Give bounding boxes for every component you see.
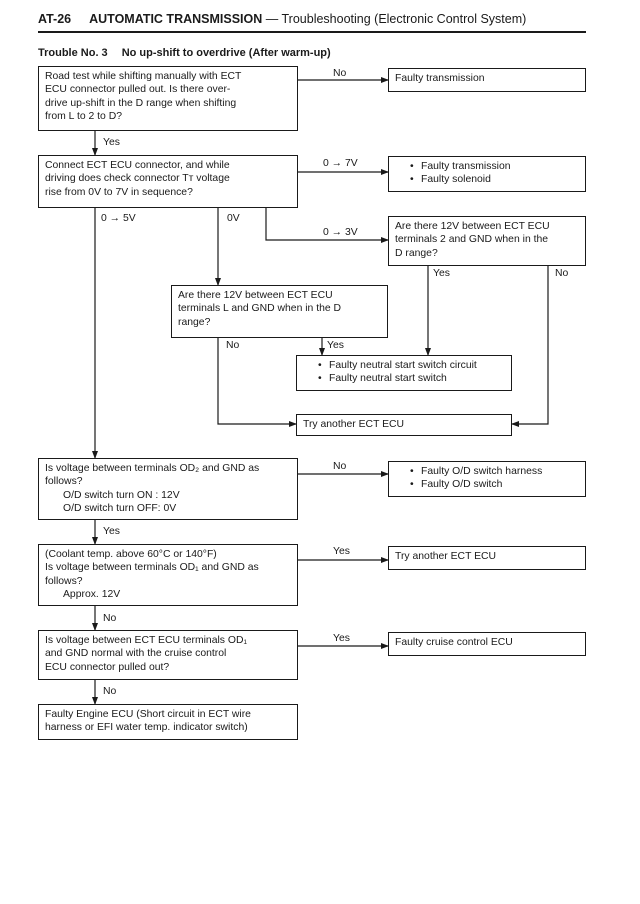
box-line: O/D switch turn OFF: 0V xyxy=(63,503,177,515)
box-line: D range? xyxy=(395,247,438,259)
box-line: ECU connector pulled out. Is there over- xyxy=(45,84,231,96)
result-box-try-another-ecu-1: Try another ECT ECU xyxy=(296,414,512,436)
result-box-try-another-ecu-2: Try another ECT ECU xyxy=(388,546,586,570)
box-line: Is voltage between ECT ECU terminals OD₁ xyxy=(45,635,247,646)
question-box-2: Connect ECT ECU connector, and while dri… xyxy=(38,155,298,208)
box-line: rise from 0V to 7V in sequence? xyxy=(45,186,193,198)
q3-no-arrow xyxy=(511,266,549,427)
result-box-cruise-control-ecu: Faulty cruise control ECU xyxy=(388,632,586,656)
box-line: terminals 2 and GND when in the xyxy=(395,234,549,246)
box-line: Faulty Engine ECU (Short circuit in ECT … xyxy=(45,709,251,720)
label-q3-no: No xyxy=(555,268,569,279)
section-subtitle: — Troubleshooting (Electronic Control Sy… xyxy=(262,12,527,26)
result-item: Faulty neutral start switch xyxy=(318,372,505,386)
header-rule xyxy=(38,31,586,33)
box-line: follows? xyxy=(45,575,83,587)
label-q5-no: No xyxy=(333,461,347,472)
box-line: drive up-shift in the D range when shift… xyxy=(45,97,237,109)
label-q2-0-7v: 0 → 7V xyxy=(323,158,358,169)
page-header: AT-26 AUTOMATIC TRANSMISSION — Troublesho… xyxy=(38,12,526,26)
label-q2-0-3v: 0 → 3V xyxy=(323,227,358,238)
question-box-1: Road test while shifting manually with E… xyxy=(38,66,298,131)
question-box-5: Is voltage between terminals OD₂ and GND… xyxy=(38,458,298,520)
box-line: harness or EFI water temp. indicator swi… xyxy=(45,722,248,734)
box-line: ECU connector pulled out? xyxy=(45,661,170,673)
label-q7-no: No xyxy=(103,686,117,697)
result-box-faulty-transmission: Faulty transmission xyxy=(388,68,586,92)
result-box-od-switch: Faulty O/D switch harness Faulty O/D swi… xyxy=(388,461,586,497)
section-title: AUTOMATIC TRANSMISSION xyxy=(89,12,263,26)
page-code: AT-26 xyxy=(38,12,72,26)
question-box-3: Are there 12V between ECT ECU terminals … xyxy=(388,216,586,266)
label-q4-no: No xyxy=(226,340,240,351)
box-line: Try another ECT ECU xyxy=(303,419,405,430)
box-line: and GND normal with the cruise control xyxy=(45,648,227,660)
box-line: O/D switch turn ON : 12V xyxy=(63,489,180,501)
label-q7-yes: Yes xyxy=(333,633,350,644)
question-box-6: (Coolant temp. above 60°C or 140°F) Is v… xyxy=(38,544,298,606)
box-line: Is voltage between terminals OD₁ and GND… xyxy=(45,562,259,574)
box-line: (Coolant temp. above 60°C or 140°F) xyxy=(45,549,217,560)
label-q1-no: No xyxy=(333,68,347,79)
box-line: Are there 12V between ECT ECU xyxy=(178,290,333,301)
box-line: Faulty cruise control ECU xyxy=(395,637,513,648)
result-box-neutral-start-switch: Faulty neutral start switch circuit Faul… xyxy=(296,355,512,391)
trouble-number: Trouble No. 3 xyxy=(38,47,108,59)
box-line: Is voltage between terminals OD₂ and GND… xyxy=(45,463,260,474)
label-q5-yes: Yes xyxy=(103,526,120,537)
result-box-engine-ecu: Faulty Engine ECU (Short circuit in ECT … xyxy=(38,704,298,740)
box-line: Approx. 12V xyxy=(63,589,121,601)
question-box-7: Is voltage between ECT ECU terminals OD₁… xyxy=(38,630,298,680)
result-item: Faulty transmission xyxy=(410,160,579,174)
box-line: Try another ECT ECU xyxy=(395,551,497,562)
box-line: range? xyxy=(178,316,211,328)
result-item: Faulty O/D switch harness xyxy=(410,465,579,479)
label-q1-yes: Yes xyxy=(103,137,120,148)
result-box-transmission-solenoid: Faulty transmission Faulty solenoid xyxy=(388,156,586,192)
trouble-heading: Trouble No. 3 No up-shift to overdrive (A… xyxy=(38,47,331,59)
box-line: driving does check connector Tᴛ voltage xyxy=(45,173,230,185)
box-line: Faulty transmission xyxy=(395,73,485,84)
box-line: terminals L and GND when in the D xyxy=(178,303,342,315)
trouble-title: No up-shift to overdrive (After warm-up) xyxy=(121,47,331,59)
result-item: Faulty O/D switch xyxy=(410,478,579,492)
result-item: Faulty solenoid xyxy=(410,173,579,187)
label-q2-0v: 0V xyxy=(227,213,240,224)
box-line: Are there 12V between ECT ECU xyxy=(395,221,550,232)
question-box-4: Are there 12V between ECT ECU terminals … xyxy=(171,285,388,338)
label-q4-yes: Yes xyxy=(327,340,344,351)
label-q6-yes: Yes xyxy=(333,546,350,557)
box-line: Road test while shifting manually with E… xyxy=(45,71,242,82)
label-q2-0-5v: 0 → 5V xyxy=(101,213,136,224)
box-line: follows? xyxy=(45,476,83,488)
box-line: from L to 2 to D? xyxy=(45,111,123,123)
label-q6-no: No xyxy=(103,613,117,624)
result-item: Faulty neutral start switch circuit xyxy=(318,359,505,373)
box-line: Connect ECT ECU connector, and while xyxy=(45,160,230,171)
label-q3-yes: Yes xyxy=(433,268,450,279)
